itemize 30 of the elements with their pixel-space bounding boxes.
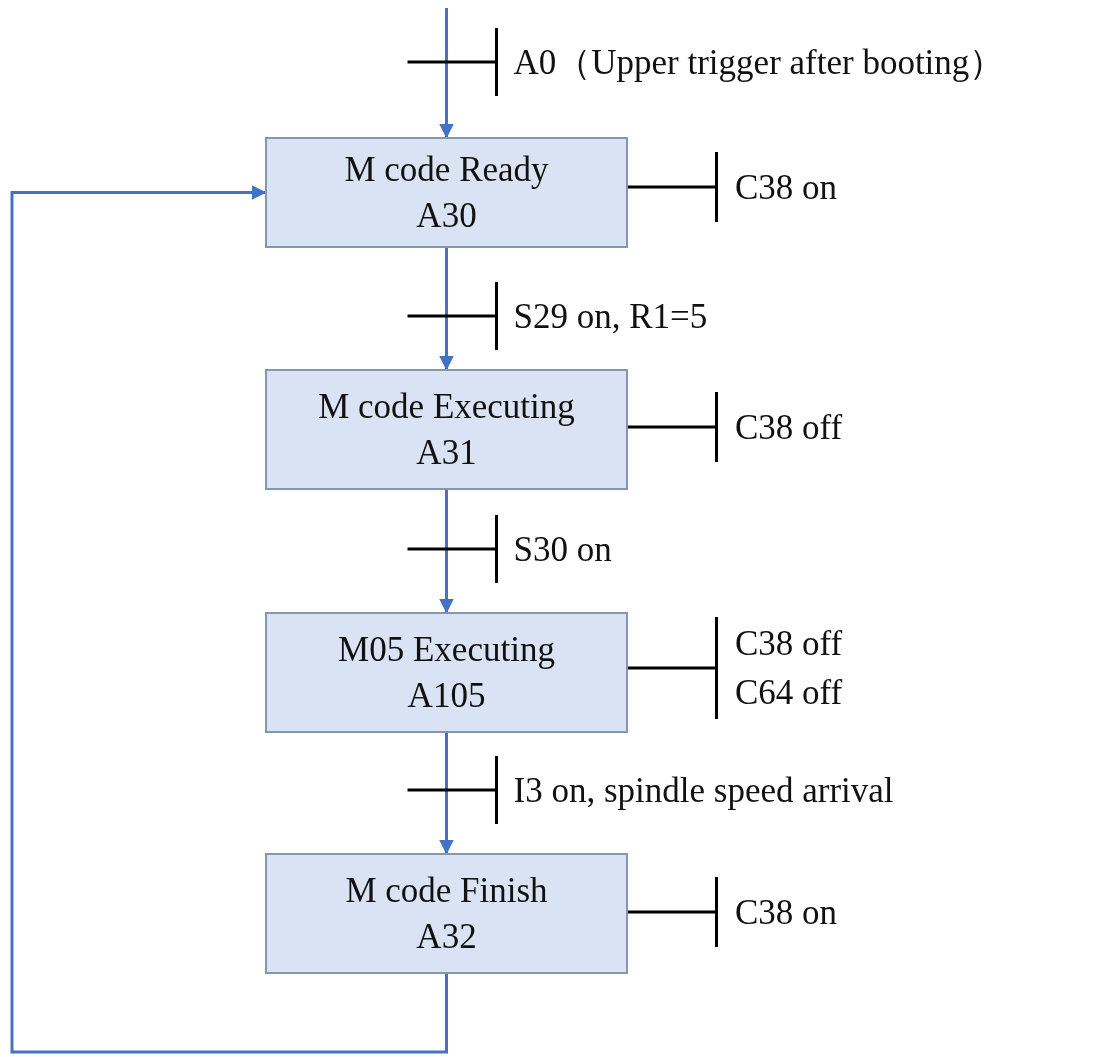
step-name: M code Executing (318, 386, 575, 428)
action-label: C38 off (735, 406, 843, 449)
step-code: A31 (416, 431, 477, 474)
arrow (439, 733, 454, 855)
transition-condition: S30 on (513, 531, 612, 567)
step-code: A105 (407, 674, 486, 717)
action-label: C64 off (735, 672, 843, 714)
arrow (439, 490, 454, 614)
arrow (10, 185, 448, 1054)
action-label: C38 off (735, 623, 843, 665)
action-label: C38 on (735, 891, 838, 934)
transition-condition: I3 on, spindle speed arrival (513, 772, 894, 808)
transition-condition: S29 on, R1=5 (513, 298, 708, 334)
step-box (265, 137, 628, 248)
action-connector (628, 617, 718, 719)
step-name: M code Finish (345, 870, 548, 912)
transition-condition: A0（Upper trigger after booting） (513, 44, 1005, 80)
arrow (439, 248, 454, 371)
action-connector (628, 877, 718, 947)
step-code: A30 (416, 194, 477, 237)
step-box (265, 853, 628, 974)
step-box (265, 369, 628, 490)
arrow (439, 8, 454, 139)
action-label: C38 on (735, 166, 838, 209)
action-connector (628, 392, 718, 462)
action-connector (628, 152, 718, 222)
step-name: M05 Executing (338, 629, 555, 671)
step-box (265, 612, 628, 733)
step-code: A32 (416, 915, 477, 958)
step-name: M code Ready (344, 149, 549, 191)
